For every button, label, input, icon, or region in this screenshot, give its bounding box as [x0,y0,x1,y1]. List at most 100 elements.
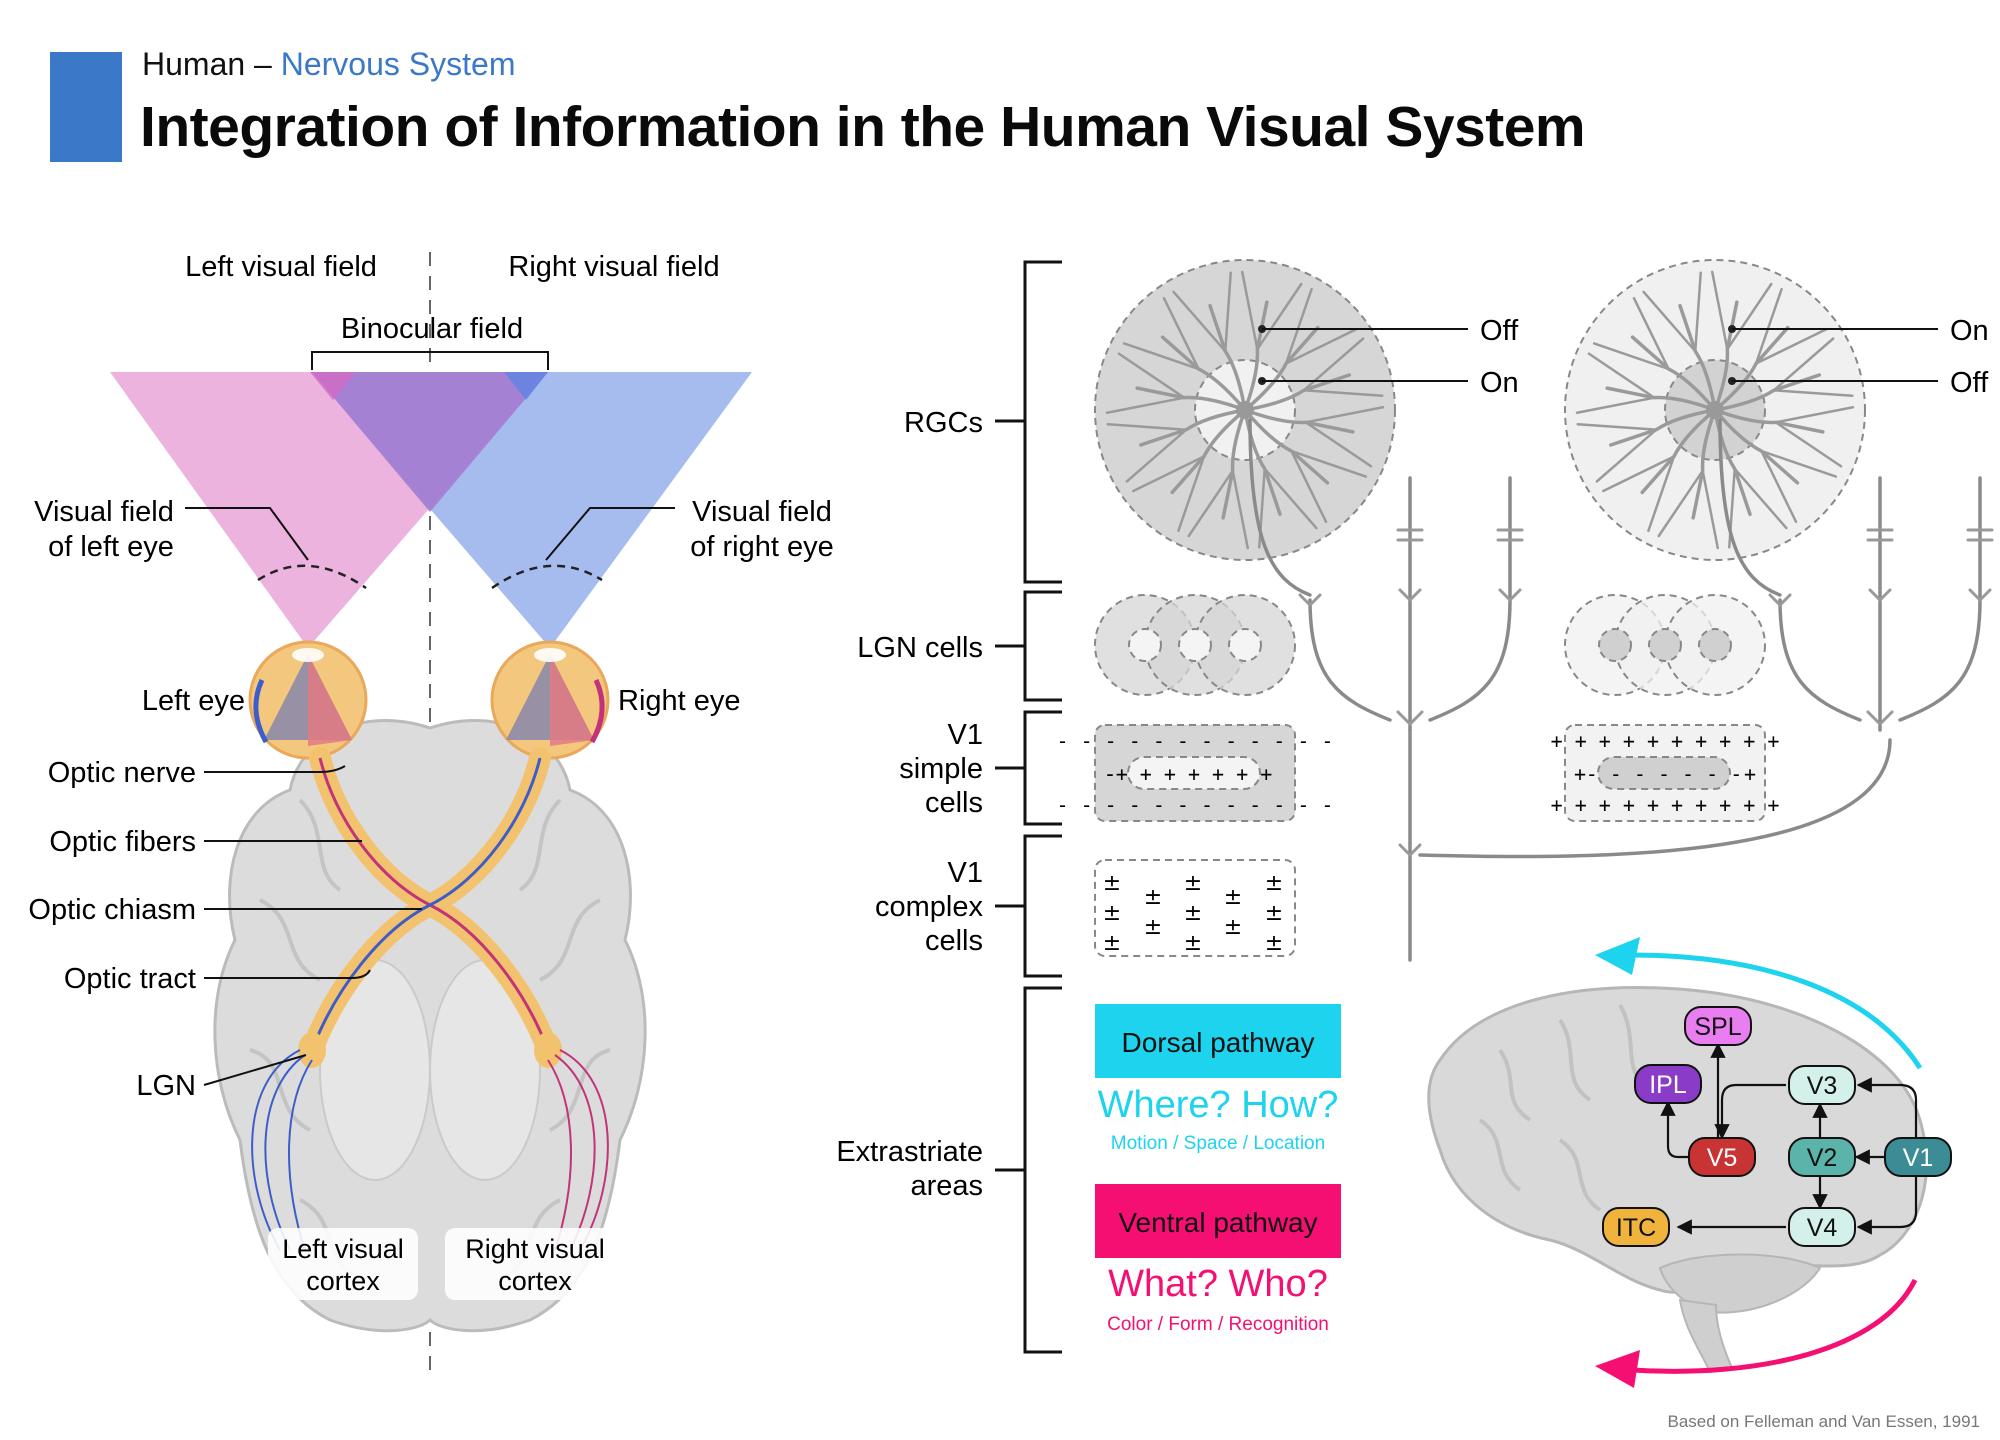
v1-complex-symbols: ±±±±±±±±±±±±± [1103,871,1283,956]
dendrite-twig [1106,423,1188,431]
leader-visual-field-right [545,507,675,561]
ventral-pathway-box [1095,1184,1341,1258]
ventral-arc [1631,1278,1918,1374]
optic-nerve-label: Optic nerve [48,757,196,789]
lgn-cells-set-1 [1094,594,1296,696]
dorsal-pathway-box [1095,1004,1341,1078]
right-field-arc [491,564,603,590]
area-node-v2 [1788,1137,1856,1177]
lgn-left [298,1032,326,1068]
right-cortex-label-line2: cortex [498,1266,572,1296]
dorsal-pathway-label: Dorsal pathway [1122,1027,1315,1058]
dendrite-twig [1632,297,1670,371]
rgc2-center-label: Off [1950,367,1989,399]
lgn-right [534,1032,562,1068]
binocular-overlap [312,372,548,512]
right-cortex-label-line1: Right visual [465,1234,605,1264]
dendrite-twig [1105,396,1186,415]
level-label-extrastriate-2: areas [910,1170,983,1202]
leader-lgn [203,1054,307,1086]
dendrite-twig [1231,469,1250,550]
left-visual-field-label: Left visual field [185,251,377,283]
left-cortex-label-line2: cortex [306,1266,380,1296]
v1s1-middle-plus: + + + + + + + [1116,762,1273,786]
dendrite-twig [1240,270,1259,351]
area-node-v3 [1788,1065,1856,1105]
v1s1-top-row: - - - - - - - - - - - - [1057,729,1334,753]
dendrite-twig [1284,327,1358,365]
v1s2-middle-plus-left: + [1574,762,1586,786]
bracket-lgn [1023,590,1062,702]
dendrite-twig [1575,396,1656,415]
complex-symbol: ± [1184,901,1202,926]
level-label-rgcs: RGCs [904,407,983,439]
rgc1-center-label: On [1480,367,1519,399]
visual-field-left-eye-line1: Visual field [34,496,174,528]
v1s1-bottom-row: - - - - - - - - - - - - [1057,793,1334,817]
binocular-bracket [311,351,549,370]
visual-field-right-eye-line1: Visual field [692,496,832,528]
dendrite-twig [1284,287,1313,365]
ventral-arrowhead [1595,1350,1640,1388]
dendrite-twig [1774,421,1843,468]
dendrite-twig [1290,449,1328,523]
area-label-itc: ITC [1616,1214,1656,1242]
area-label-v3: V3 [1807,1072,1838,1100]
dendrite-twig [1290,449,1368,478]
area-label-v1: V1 [1903,1144,1934,1172]
dendrite-twig [1726,282,1773,351]
dendrite-twig [1694,271,1702,353]
complex-symbol: ± [1184,931,1202,956]
dendrite-twig [1132,455,1206,493]
level-label-v1-complex-1: V1 [948,857,983,889]
header-category: Human – Nervous System [142,46,516,82]
v1-simple-off-field [1094,724,1296,822]
leader-optic-nerve [204,765,346,773]
area-label-v2: V2 [1807,1144,1838,1172]
bracket-extrastriate [1023,986,1062,1354]
leader-visual-field-left [185,507,309,561]
header-accent-bar [50,52,122,162]
v1s2-middle-plus-right: + [1744,762,1756,786]
complex-symbol: ± [1265,871,1283,896]
dendrite-twig [1172,290,1227,353]
optic-fibers-blue [310,757,542,1051]
dendrite-twig [1256,282,1303,351]
visual-pathway-diagram: Left visual field Right visual field Bin… [28,251,834,1370]
header-subcategory: Nervous System [280,46,516,82]
rgc-on-center-cell [1564,259,1938,561]
dendrite-twig [1187,469,1234,538]
v1-simple-on-field [1564,724,1766,822]
left-cortex-label-bg [268,1228,418,1300]
dendrite-twig [1657,469,1704,538]
optic-tract-label: Optic tract [64,963,196,995]
dendrite-twig [1602,455,1676,493]
v1s1-middle-minus: - [1103,762,1116,787]
complex-symbol: ± [1265,901,1283,926]
level-label-v1-complex-2: complex [875,891,983,923]
dendrite-twig [1642,290,1697,353]
dendrite-twig [1177,455,1206,533]
area-label-spl: SPL [1694,1013,1741,1041]
dorsal-arrowhead [1595,937,1640,975]
area-label-v5: V5 [1707,1144,1738,1172]
dendrite-twig [1754,287,1783,365]
ventral-detail: Color / Form / Recognition [1107,1314,1329,1335]
dendrite-twig [1647,455,1676,533]
level-label-extrastriate-1: Extrastriate [836,1136,983,1168]
rgc2-surround-label: On [1950,315,1989,347]
dendrite-twig [1760,449,1798,523]
complex-symbol: ± [1224,915,1242,940]
level-label-lgn: LGN cells [857,632,983,664]
visual-field-right-eye-line2: of right eye [690,531,833,563]
dorsal-detail: Motion / Space / Location [1111,1133,1325,1154]
dendrite-twig [1162,297,1200,371]
complex-symbol: ± [1144,885,1162,910]
rgc1-surround-label: Off [1480,315,1519,347]
dendrite-twig [1576,423,1658,431]
dendrite-twig [1754,327,1828,365]
area-node-v1 [1884,1137,1952,1177]
dendrite-twig [1302,389,1384,397]
v1s2-bottom-row: + + + + + + + + + + [1551,793,1780,817]
